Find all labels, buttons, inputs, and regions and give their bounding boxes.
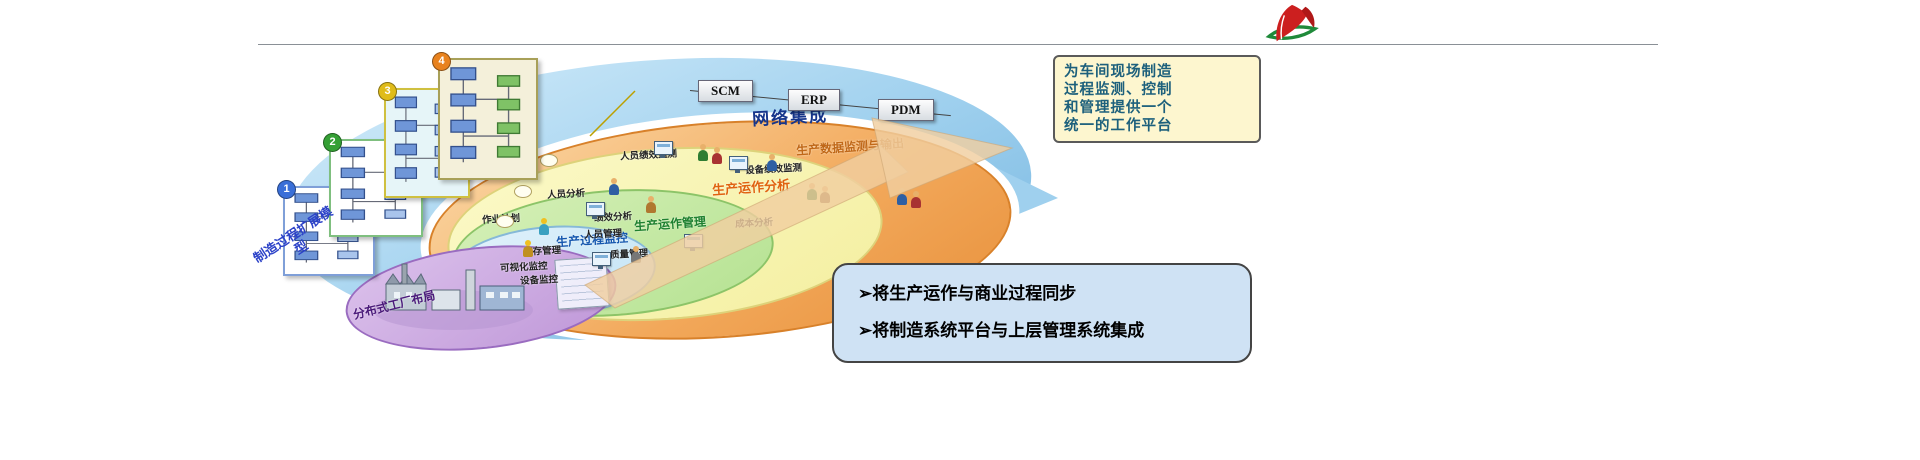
top-callout-line: 过程监测、控制 (1064, 82, 1173, 98)
person-icon (538, 218, 550, 236)
top-callout-line: 统一的工作平台 (1064, 118, 1173, 134)
scm-box: SCM (698, 80, 753, 102)
top-callout-line: 和管理提供一个 (1064, 100, 1173, 116)
person-icon (697, 144, 709, 162)
panel-badge-2: 2 (323, 133, 342, 152)
down-arrow-icon (589, 90, 636, 137)
person-icon (711, 147, 723, 165)
layer-marker-icon (540, 154, 558, 167)
bottom-callout-bullet: ➢将制造系统平台与上层管理系统集成 (858, 321, 1145, 340)
top-callout-box: 为车间现场制造 过程监测、控制 和管理提供一个 统一的工作平台 (1053, 55, 1261, 143)
panel-badge-4: 4 (432, 52, 451, 71)
person-icon (608, 178, 620, 196)
bottom-callout-box: ➢将生产运作与商业过程同步 ➢将制造系统平台与上层管理系统集成 (832, 263, 1252, 363)
layer-marker-icon (514, 185, 532, 198)
factory-illustration-icon (373, 263, 533, 330)
person-icon (522, 240, 534, 258)
person-icon (910, 191, 922, 209)
bottom-callout-bullet: ➢将生产运作与商业过程同步 (858, 284, 1077, 303)
header-divider (258, 44, 1658, 45)
monitor-icon (654, 141, 673, 158)
company-logo (1265, 4, 1319, 42)
label-equipment-monitoring: 设备监控 (519, 274, 559, 287)
flowchart-icon (450, 67, 521, 163)
person-icon (630, 246, 642, 264)
panel-badge-1: 1 (277, 180, 296, 199)
layer-marker-icon (496, 215, 514, 228)
top-callout-line: 为车间现场制造 (1064, 64, 1173, 80)
flow-arrow-icon (584, 117, 1014, 309)
monitor-icon (592, 252, 611, 269)
pdm-box: PDM (878, 99, 934, 121)
person-icon (766, 154, 778, 172)
erp-box: ERP (788, 89, 840, 111)
monitor-icon (729, 156, 748, 173)
model-panel-4: 4 (432, 52, 538, 180)
person-icon (645, 196, 657, 214)
panel-badge-3: 3 (378, 82, 397, 101)
monitor-icon (586, 202, 605, 219)
